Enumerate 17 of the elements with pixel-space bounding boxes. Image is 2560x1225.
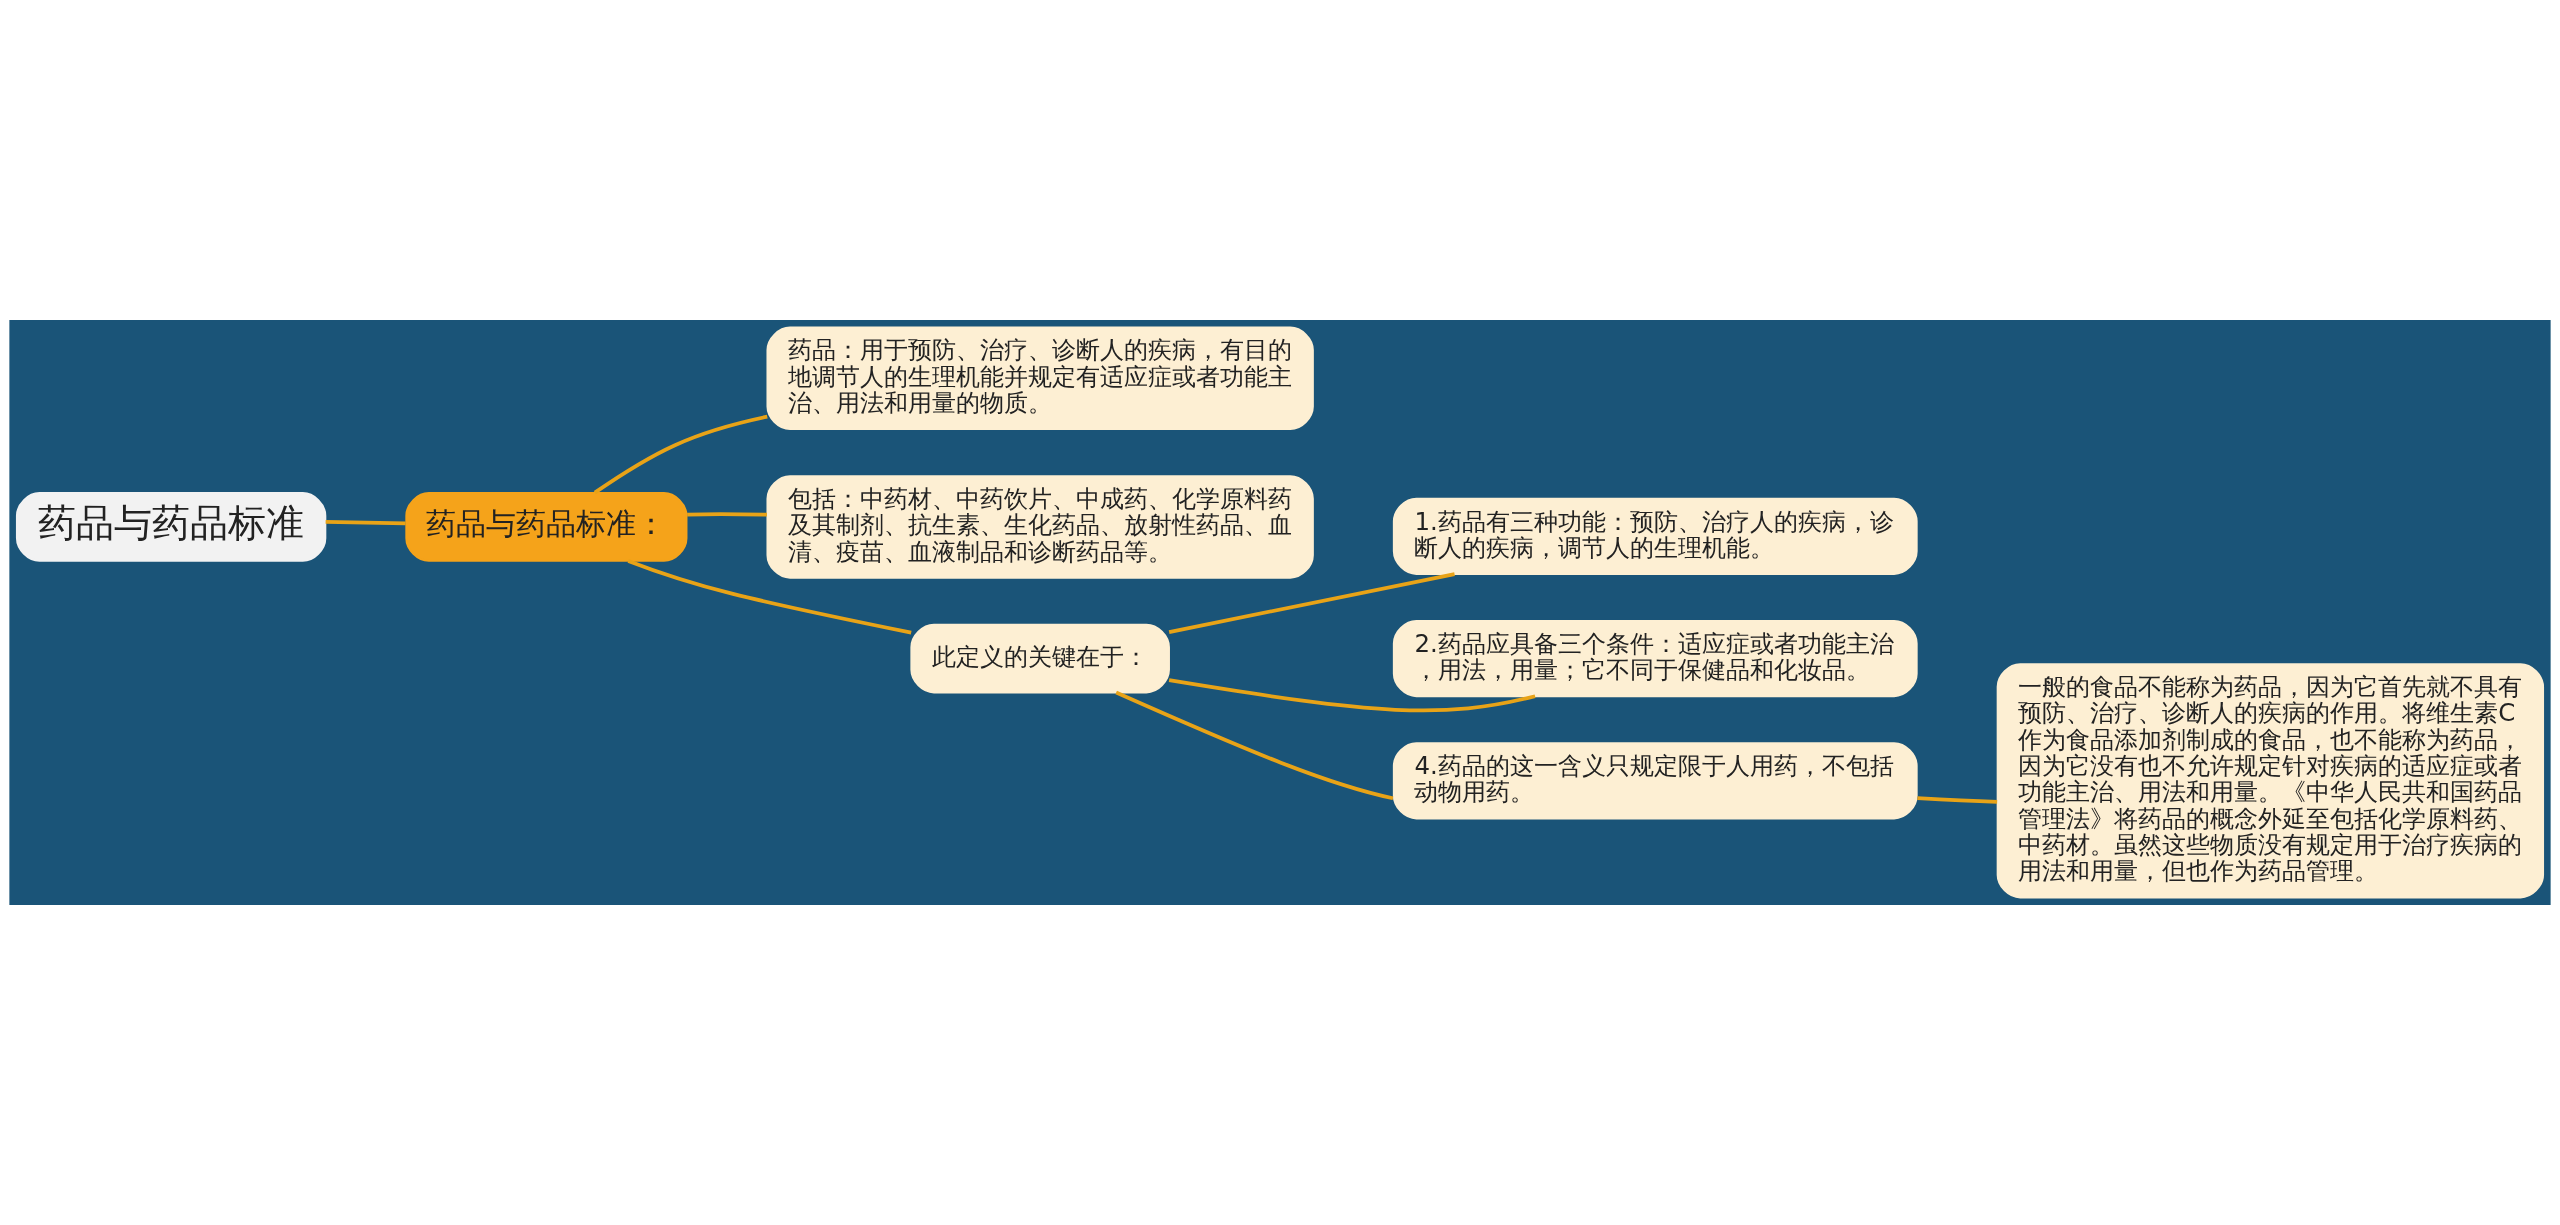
connector: [593, 414, 768, 495]
node-box: 药品：用于预防、治疗、诊断人的疾病，有目的地调节人的生理机能并规定有适应症或者功能主治、用法和用量的物质。: [766, 326, 1314, 431]
connector: [1917, 796, 1998, 804]
node-box: 包括：中药材、中药饮片、中成药、化学原料药及其制剂、抗生素、生化药品、放射性药品、血清、疫苗、血液制品和诊断药品等。: [766, 475, 1314, 579]
connector: [627, 559, 912, 635]
connector: [325, 519, 406, 526]
connector: [1115, 690, 1394, 801]
node-box: 一般的食品不能称为药品，因为它首先就不具有预防、治疗、诊断人的疾病的作用。将维生素C作为食品添加剂制成的食品，也不能称为药品，因为它没有也不允许规定针对疾病的适应症或者功能主治、用法和用量。《中华人民共和国药品管理法》将药品的概念外延至包括化学原料药、中药材。虽然这些物质没有规定用于治疗疾病的用法和用量，但也作为药品管理。: [1996, 663, 2545, 899]
node-box: 药品与药品标准：: [405, 492, 688, 562]
node-box: 此定义的关键在于：: [910, 623, 1170, 694]
node-box: 药品与药品标准: [15, 492, 327, 562]
node-box: 2.药品应具备三个条件：适应症或者功能主治，用法，用量；它不同于保健品和化妆品。: [1392, 620, 1918, 698]
connector: [687, 512, 767, 517]
connector: [1168, 572, 1455, 634]
connector: [1168, 678, 1536, 713]
node-box: 4.药品的这一含义只规定限于人用药，不包括动物用药。: [1392, 742, 1918, 820]
node-box: 1.药品有三种功能：预防、治疗人的疾病，诊断人的疾病，调节人的生理机能。: [1392, 497, 1918, 575]
